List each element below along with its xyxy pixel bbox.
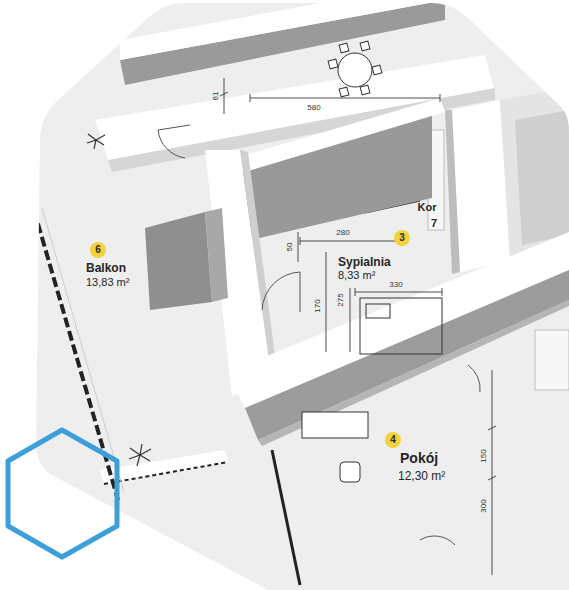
room-area: 12,30 m² — [398, 469, 445, 483]
dimension-label: 61 — [212, 92, 220, 101]
room-area: 13,83 m² — [86, 276, 129, 288]
room-name: Pokój — [400, 450, 438, 466]
room-name: Balkon — [86, 261, 126, 275]
callout-number: 3 — [394, 230, 410, 246]
room-label: 7 — [431, 218, 437, 229]
callout-number: 6 — [90, 242, 106, 258]
callout-number: 6 — [90, 242, 106, 258]
dimension-label: 50 — [286, 243, 294, 252]
callout-number: 4 — [385, 432, 401, 448]
dimension-label: 150 — [480, 449, 488, 462]
callout-number: 4 — [385, 432, 401, 448]
dimension-label: 300 — [480, 499, 488, 512]
room-label: Kor — [418, 202, 437, 213]
callout-number: 3 — [394, 230, 410, 246]
dimension-label: 275 — [337, 293, 345, 306]
dimension-label: 280 — [336, 229, 349, 237]
room-region: Balkon13,83 m² 6 — [78, 242, 162, 294]
dimension-label: 170 — [314, 299, 322, 312]
dimension-label: 580 — [307, 104, 320, 112]
room-region: Sypialnia8,33 m² 3 — [310, 228, 420, 285]
room-name: Sypialnia — [338, 255, 391, 269]
room-area: 8,33 m² — [338, 269, 375, 281]
room-region: Pokój 12,30 m² 4 — [380, 430, 470, 492]
dimension-label: 330 — [389, 281, 402, 289]
